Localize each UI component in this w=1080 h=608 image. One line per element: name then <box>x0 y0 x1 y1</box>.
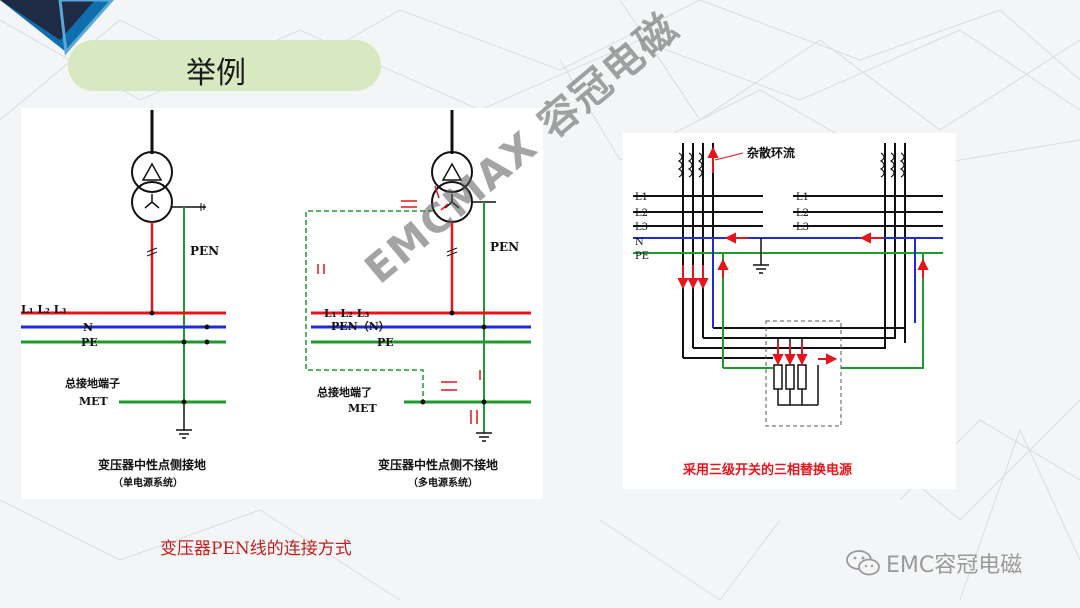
left-diagram-panel: PEN L₁ L₂ L₃ N PE 总接地端子 MET 变压器中性点侧接地 （单… <box>21 108 543 499</box>
diagram-a-terminal-label: 总接地端子 <box>65 376 120 390</box>
left-phase-n: N <box>635 237 644 248</box>
stray-current-label: 杂散环流 <box>747 145 795 160</box>
left-phase-l2: L2 <box>635 208 648 219</box>
right-phase-l1: L1 <box>796 192 809 203</box>
three-phase-switch-diagram: 杂散环流 L1 L2 L3 N PE L1 L2 L3 采用三级开关的三相替换电… <box>633 143 943 478</box>
diagram-b-subcaption: （多电源系统） <box>408 476 478 489</box>
right-diagram-panel: 杂散环流 L1 L2 L3 N PE L1 L2 L3 采用三级开关的三相替换电… <box>623 133 956 489</box>
diagram-b-terminal-label: 总接地端了 <box>317 385 372 399</box>
diagram-a-bus-label: L₁ L₂ L₃ <box>21 303 66 316</box>
right-phase-l3: L3 <box>796 222 809 233</box>
corner-ornament <box>0 0 115 56</box>
diagram-a-pe-label: PE <box>81 336 98 349</box>
diagram-a-subcaption: （单电源系统） <box>113 476 183 489</box>
diagram-b-pen-label: PEN <box>490 240 519 254</box>
diagram-b-caption: 变压器中性点侧不接地 <box>378 457 498 472</box>
diagram-b-met-label: MET <box>348 402 378 415</box>
footer-brand: EMC容冠电磁 <box>846 547 1022 579</box>
diagram-a-pen-label: PEN <box>190 244 219 258</box>
left-phase-l3: L3 <box>635 222 648 233</box>
diagram-a-met-label: MET <box>79 395 109 408</box>
pen-earthing-diagrams: PEN L₁ L₂ L₃ N PE 总接地端子 MET 变压器中性点侧接地 （单… <box>21 110 531 489</box>
diagram-b: PEN L₁ L₂ L₃ PEN（N） PE 总接地端了 MET 变压器中性点侧… <box>305 110 531 489</box>
diagram-a-n-label: N <box>83 321 93 334</box>
left-phase-l1: L1 <box>635 192 648 203</box>
title-pill <box>68 40 381 91</box>
diagram-b-pen-n-label: PEN（N） <box>331 320 390 333</box>
right-phase-l2: L2 <box>796 208 809 219</box>
diagram-a-caption: 变压器中性点侧接地 <box>98 457 206 472</box>
page-title: 举例 <box>186 56 246 91</box>
diagram-a: PEN L₁ L₂ L₃ N PE 总接地端子 MET 变压器中性点侧接地 （单… <box>21 110 226 489</box>
diagram-b-pe-label: PE <box>377 336 394 349</box>
left-phase-pe: PE <box>635 251 649 262</box>
figure-caption: 变压器PEN线的连接方式 <box>160 539 352 559</box>
diagram-b-bus-label: L₁ L₂ L₃ <box>324 307 369 320</box>
footer-brand-label: EMC容冠电磁 <box>886 553 1023 578</box>
right-panel-caption: 采用三级开关的三相替换电源 <box>682 462 852 478</box>
wechat-icon <box>846 550 880 576</box>
